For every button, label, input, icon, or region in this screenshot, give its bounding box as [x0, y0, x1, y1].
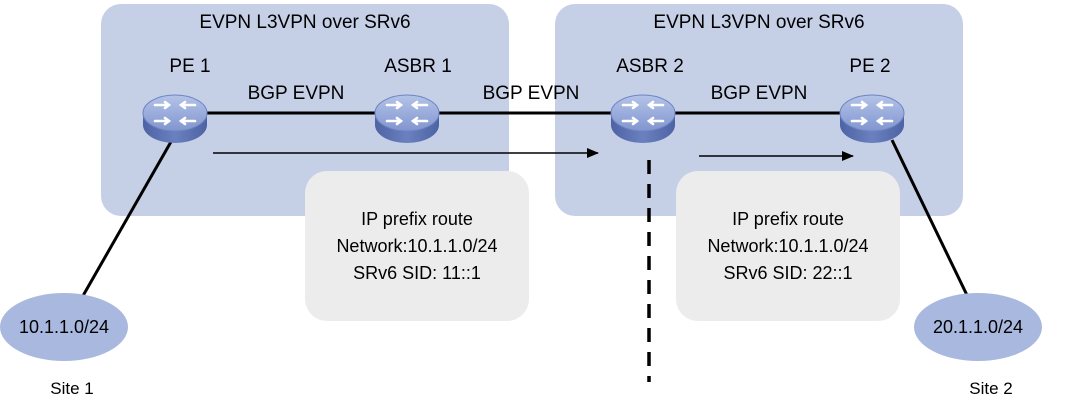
switch-icon [839, 94, 905, 143]
route-box-left [305, 171, 529, 321]
switch-icon [142, 94, 208, 143]
route-title-right: IP prefix route [732, 209, 844, 229]
site-2-network [914, 293, 1042, 361]
route-network-right: Network:10.1.1.0/24 [707, 236, 868, 256]
link-label-pe1-asbr1: BGP EVPN [248, 83, 345, 104]
link-pe1-site1 [70, 139, 174, 316]
route-box-right [676, 171, 900, 321]
site-1-label: Site 1 [50, 379, 93, 398]
device-label-pe2: PE 2 [849, 56, 890, 77]
link-label-asbr2-pe2: BGP EVPN [711, 83, 808, 104]
site-1-network [0, 293, 128, 361]
link-label-asbr1-asbr2: BGP EVPN [483, 83, 580, 104]
route-network-left: Network:10.1.1.0/24 [336, 236, 497, 256]
route-sid-left: SRv6 SID: 11::1 [353, 263, 481, 283]
router-icon [610, 94, 676, 143]
device-label-pe1: PE 1 [169, 56, 210, 77]
link-pe2-site2 [890, 139, 981, 321]
router-icon [374, 94, 440, 143]
as-domain-left [101, 4, 509, 216]
device-asbr1 [374, 94, 440, 143]
route-title-left: IP prefix route [361, 209, 473, 229]
device-label-asbr2: ASBR 2 [616, 56, 684, 77]
device-pe2 [839, 94, 905, 143]
domain-title-right: EVPN L3VPN over SRv6 [653, 12, 864, 33]
site-1-prefix: 10.1.1.0/24 [19, 317, 109, 337]
route-sid-right: SRv6 SID: 22::1 [723, 263, 852, 283]
device-label-asbr1: ASBR 1 [384, 56, 452, 77]
device-asbr2 [610, 94, 676, 143]
site-2-prefix: 20.1.1.0/24 [933, 317, 1023, 337]
as-domain-right [555, 4, 963, 216]
site-2-label: Site 2 [969, 379, 1012, 398]
domain-title-left: EVPN L3VPN over SRv6 [199, 12, 410, 33]
device-pe1 [142, 94, 208, 143]
